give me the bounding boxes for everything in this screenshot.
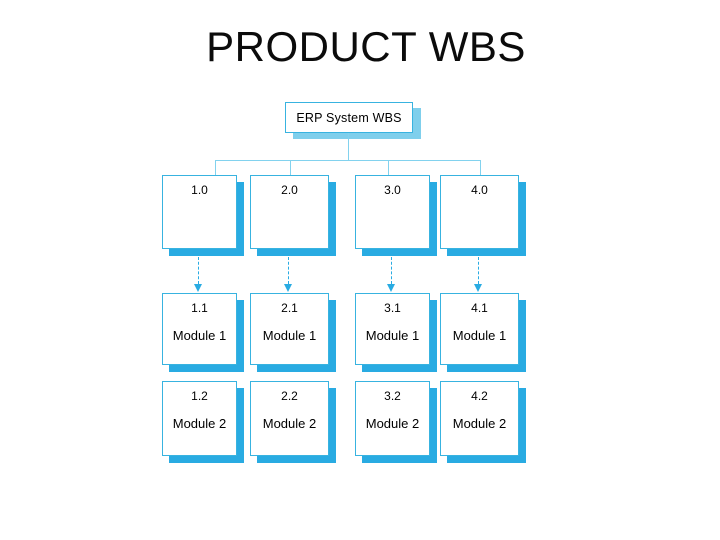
module-code: 1.1 xyxy=(191,301,208,315)
dashed-arrow-line-1 xyxy=(198,257,199,284)
module-box-1-2: 1.2 Module 2 xyxy=(162,381,237,456)
module-name: Module 2 xyxy=(262,416,317,431)
arrowhead-down-icon xyxy=(474,284,482,292)
phase-label: 2.0 xyxy=(281,183,298,197)
module-name: Module 1 xyxy=(365,328,420,343)
phase-box-1: 1.0 xyxy=(162,175,237,249)
module-code: 3.2 xyxy=(384,389,401,403)
phase-box-4: 4.0 xyxy=(440,175,519,249)
connector-horizontal-bar xyxy=(215,160,481,161)
module-name: Module 1 xyxy=(172,328,227,343)
phase-label: 4.0 xyxy=(471,183,488,197)
module-name: Module 2 xyxy=(365,416,420,431)
wbs-root-box: ERP System WBS xyxy=(285,102,413,133)
module-code: 3.1 xyxy=(384,301,401,315)
slide-title: PRODUCT WBS xyxy=(206,23,526,70)
module-box-3-2: 3.2 Module 2 xyxy=(355,381,430,456)
arrowhead-down-icon xyxy=(387,284,395,292)
connector-drop-3 xyxy=(388,160,389,176)
module-code: 1.2 xyxy=(191,389,208,403)
module-code: 2.2 xyxy=(281,389,298,403)
arrowhead-down-icon xyxy=(194,284,202,292)
module-name: Module 1 xyxy=(452,328,507,343)
phase-box-3: 3.0 xyxy=(355,175,430,249)
connector-drop-1 xyxy=(215,160,216,176)
dashed-arrow-line-4 xyxy=(478,257,479,284)
module-box-1-1: 1.1 Module 1 xyxy=(162,293,237,365)
module-box-2-2: 2.2 Module 2 xyxy=(250,381,329,456)
module-name: Module 1 xyxy=(262,328,317,343)
arrowhead-down-icon xyxy=(284,284,292,292)
module-name: Module 2 xyxy=(452,416,507,431)
connector-root-stem xyxy=(348,133,349,160)
module-box-4-1: 4.1 Module 1 xyxy=(440,293,519,365)
module-code: 4.2 xyxy=(471,389,488,403)
dashed-arrow-line-3 xyxy=(391,257,392,284)
phase-label: 1.0 xyxy=(191,183,208,197)
dashed-arrow-line-2 xyxy=(288,257,289,284)
module-name: Module 2 xyxy=(172,416,227,431)
module-box-3-1: 3.1 Module 1 xyxy=(355,293,430,365)
wbs-root-label: ERP System WBS xyxy=(296,110,402,125)
phase-box-2: 2.0 xyxy=(250,175,329,249)
phase-label: 3.0 xyxy=(384,183,401,197)
module-code: 2.1 xyxy=(281,301,298,315)
module-box-2-1: 2.1 Module 1 xyxy=(250,293,329,365)
module-code: 4.1 xyxy=(471,301,488,315)
module-box-4-2: 4.2 Module 2 xyxy=(440,381,519,456)
connector-drop-2 xyxy=(290,160,291,176)
connector-drop-4 xyxy=(480,160,481,176)
